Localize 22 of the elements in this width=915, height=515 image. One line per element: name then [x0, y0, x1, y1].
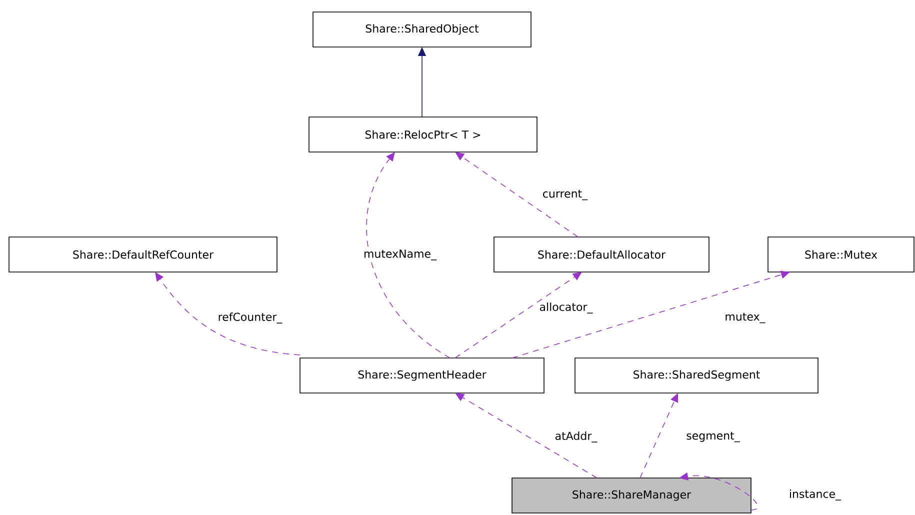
- edge-label: atAddr_: [554, 430, 598, 444]
- class-box: Share::RelocPtr< T >: [308, 116, 538, 152]
- class-box: Share::ShareManager: [512, 478, 752, 514]
- arrow: [455, 393, 598, 478]
- class-box: Share::Mutex: [768, 236, 914, 272]
- arrow: [455, 152, 578, 238]
- edge-label: mutexName_: [362, 248, 438, 262]
- arrow: [640, 393, 678, 478]
- class-box: Share::DefaultAllocator: [494, 236, 710, 272]
- class-box: Share::DefaultRefCounter: [8, 236, 278, 272]
- edge-label: mutex_: [724, 312, 766, 324]
- edge-label: current_: [541, 188, 589, 202]
- arrow: [454, 272, 582, 358]
- edge-label: refCounter_: [216, 312, 284, 324]
- edge-label: instance_: [788, 488, 842, 502]
- arrow: [155, 272, 300, 356]
- class-box: Share::SharedSegment: [574, 358, 818, 394]
- class-box: Share::SegmentHeader: [300, 358, 544, 394]
- edge-label: allocator_: [538, 302, 594, 314]
- arrow: [366, 152, 450, 358]
- class-box: Share::SharedObject: [312, 12, 532, 48]
- edge-label: segment_: [685, 430, 741, 444]
